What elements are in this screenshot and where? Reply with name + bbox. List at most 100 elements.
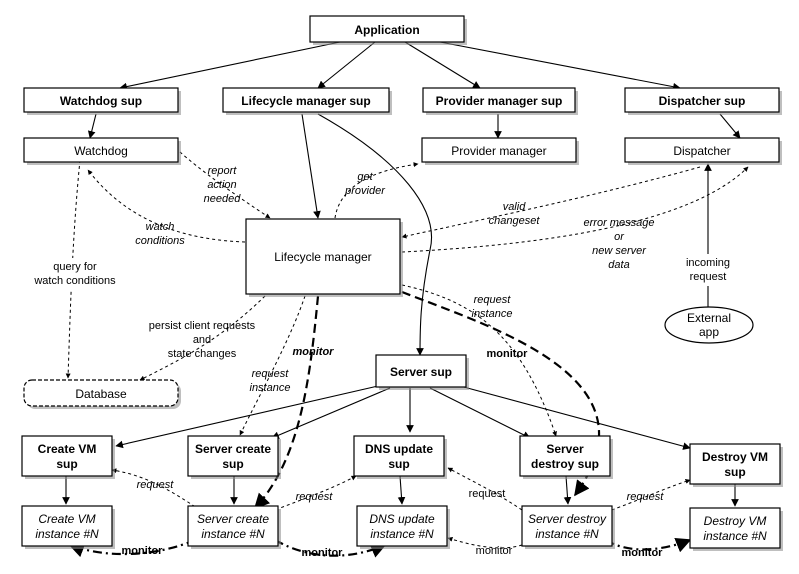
label-monitor-b4: monitor <box>622 547 664 559</box>
edge-request-destroy-vm <box>605 479 691 513</box>
edge-persist <box>139 295 266 381</box>
node-create-vm-sup-label-1: Create VM <box>38 442 97 456</box>
node-lifecycle-manager-label: Lifecycle manager <box>274 250 371 264</box>
label-valid-2: changeset <box>489 215 541 227</box>
node-server-destroy-instance-label-1: Server destroy <box>528 512 607 526</box>
label-monitor-b2: monitor <box>302 547 344 559</box>
label-request-2: request <box>296 491 334 503</box>
edge-report-action <box>179 151 271 219</box>
edge-watchdog-sup-watchdog <box>87 113 97 139</box>
edge-monitor-b1 <box>68 538 196 558</box>
node-dispatcher: Dispatcher <box>624 137 782 165</box>
label-request-4: request <box>627 491 665 503</box>
label-monitor-b1: monitor <box>122 545 164 557</box>
node-watchdog-label: Watchdog <box>74 144 128 158</box>
label-request-3: request <box>469 488 506 500</box>
edge-get-provider <box>334 162 419 219</box>
node-destroy-vm-sup-label-2: sup <box>724 465 745 479</box>
edge-app-dispatcher-sup <box>439 41 681 91</box>
node-destroy-vm-instance: Destroy VM instance #N <box>689 507 783 551</box>
label-persist-1: persist client requests <box>149 320 256 332</box>
node-server-destroy-sup-label-1: Server <box>546 442 584 456</box>
node-server-create-sup-label-2: sup <box>222 457 243 471</box>
edge-lifecycle-sup-server-sup <box>317 113 432 356</box>
label-persist-3: state changes <box>168 348 237 360</box>
node-provider-manager-label: Provider manager <box>451 144 546 158</box>
node-server-create-instance-label-2: instance #N <box>201 527 265 541</box>
edge-monitor-b3 <box>447 536 523 549</box>
node-server-sup: Server sup <box>375 354 469 390</box>
node-destroy-vm-instance-label-1: Destroy VM <box>704 514 767 528</box>
node-create-vm-sup: Create VM sup <box>21 435 115 479</box>
label-report-1: report <box>208 165 238 177</box>
node-create-vm-instance-label-2: instance #N <box>35 527 99 541</box>
node-create-vm-instance-label-1: Create VM <box>38 512 95 526</box>
label-request-1: request <box>137 479 175 491</box>
label-monitor-b3: monitor <box>476 545 513 557</box>
edge-server-sup-create-vm <box>115 385 379 449</box>
node-destroy-vm-sup: Destroy VM sup <box>689 443 783 487</box>
node-dispatcher-sup-label: Dispatcher sup <box>659 94 746 108</box>
label-get-provider-1: get <box>357 171 373 183</box>
node-server-destroy-sup: Server destroy sup <box>519 435 613 479</box>
edge-request-dns <box>269 475 357 513</box>
label-error-1: error message <box>584 217 655 229</box>
node-server-sup-label: Server sup <box>390 365 452 379</box>
node-application-label: Application <box>354 23 419 37</box>
node-server-create-sup-label-1: Server create <box>195 442 271 456</box>
node-dns-update-instance-label-1: DNS update <box>369 512 435 526</box>
label-query-2: watch conditions <box>33 275 116 287</box>
node-provider-manager-sup: Provider manager sup <box>422 87 578 115</box>
node-server-create-sup: Server create sup <box>187 435 281 479</box>
edge-request-create-vm <box>111 468 201 511</box>
edge-dns-instance <box>397 475 406 505</box>
edge-monitor-left <box>253 295 320 510</box>
label-request-instance-right-2: instance <box>472 308 513 320</box>
node-watchdog-sup: Watchdog sup <box>23 87 181 115</box>
node-database: Database <box>23 379 181 409</box>
label-error-4: data <box>608 259 629 271</box>
edge-labels: report action needed get provider watch … <box>26 165 736 559</box>
node-server-destroy-instance: Server destroy instance #N <box>521 505 615 549</box>
node-destroy-vm-sup-label-1: Destroy VM <box>702 450 768 464</box>
edge-request-server-destroy <box>447 467 523 511</box>
node-dns-update-instance-label-2: instance #N <box>370 527 434 541</box>
node-watchdog: Watchdog <box>23 137 181 165</box>
edge-error-message <box>401 166 749 253</box>
node-external-app-label-1: External <box>687 311 731 325</box>
label-report-2: action <box>207 179 236 191</box>
label-monitor-right: monitor <box>487 348 529 360</box>
node-destroy-vm-instance-label-2: instance #N <box>703 529 767 543</box>
label-get-provider-2: provider <box>344 185 386 197</box>
node-provider-manager: Provider manager <box>421 137 579 165</box>
label-monitor-left: monitor <box>293 346 335 358</box>
node-server-create-instance: Server create instance #N <box>187 505 281 549</box>
node-dns-update-sup: DNS update sup <box>353 435 447 479</box>
label-watch-2: conditions <box>135 235 185 247</box>
nodes: Application Watchdog sup Lifecycle manag… <box>21 15 783 551</box>
edge-app-watchdog-sup <box>119 41 341 91</box>
label-valid-1: valid <box>503 201 527 213</box>
label-report-3: needed <box>204 193 242 205</box>
label-incoming-1: incoming <box>686 257 730 269</box>
node-server-destroy-sup-label-2: destroy sup <box>531 457 599 471</box>
label-request-instance-left-1: request <box>252 368 290 380</box>
edge-valid-changeset <box>401 166 701 239</box>
node-dns-update-sup-label-1: DNS update <box>365 442 433 456</box>
node-external-app-label-2: app <box>699 325 719 339</box>
node-provider-manager-sup-label: Provider manager sup <box>436 94 563 108</box>
node-create-vm-sup-label-2: sup <box>56 457 77 471</box>
edge-watch-conditions <box>87 169 246 243</box>
node-lifecycle-manager-sup: Lifecycle manager sup <box>222 87 392 115</box>
edge-lifecycle-sup-lifecycle <box>301 113 321 219</box>
node-server-destroy-instance-label-2: instance #N <box>535 527 599 541</box>
label-error-2: or <box>614 231 625 243</box>
label-persist-2: and <box>193 334 211 346</box>
node-dispatcher-label: Dispatcher <box>673 144 730 158</box>
edge-request-instance-right <box>401 284 557 437</box>
node-server-create-instance-label-1: Server create <box>197 512 269 526</box>
node-dns-update-instance: DNS update instance #N <box>356 505 450 549</box>
node-watchdog-sup-label: Watchdog sup <box>60 94 142 108</box>
label-request-instance-left-2: instance <box>250 382 291 394</box>
